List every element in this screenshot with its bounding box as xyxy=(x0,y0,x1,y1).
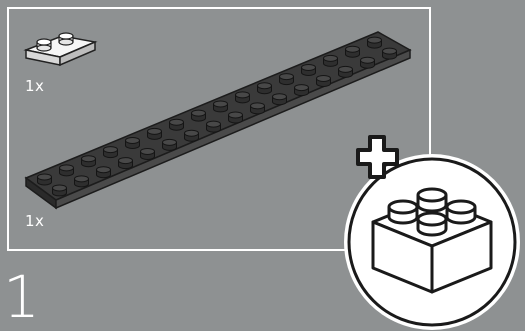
stud xyxy=(37,173,52,186)
stud xyxy=(338,65,353,78)
stud xyxy=(294,84,309,97)
white-plate-1x2-icon xyxy=(23,32,98,67)
stud xyxy=(235,91,250,104)
stud xyxy=(272,93,287,106)
stud xyxy=(191,109,206,122)
stud xyxy=(213,100,228,113)
stud xyxy=(147,127,162,140)
stud xyxy=(184,129,199,142)
part-quantity: 1x xyxy=(25,212,45,230)
stud xyxy=(169,118,184,131)
stud xyxy=(52,184,67,197)
plus-icon xyxy=(356,135,399,179)
stud xyxy=(360,56,375,69)
part-quantity: 1x xyxy=(25,77,45,95)
brick-2x2-icon xyxy=(371,187,493,294)
stud xyxy=(301,63,316,76)
add-brick-badge xyxy=(344,135,520,330)
stud xyxy=(140,147,155,160)
stud xyxy=(250,102,265,115)
stud xyxy=(125,136,140,149)
stud xyxy=(81,155,96,168)
stud xyxy=(103,146,118,159)
stud xyxy=(323,54,338,67)
stud xyxy=(96,166,111,179)
stud xyxy=(162,138,177,151)
parts-list-box xyxy=(7,7,431,251)
stud xyxy=(316,74,331,87)
stud xyxy=(59,164,74,177)
black-plate-2x16-icon xyxy=(24,31,412,210)
stud xyxy=(74,175,89,188)
stud xyxy=(279,73,294,86)
stud xyxy=(118,157,133,170)
stud xyxy=(58,32,74,46)
stud xyxy=(206,120,221,133)
step-number: 1 xyxy=(3,263,40,331)
stud xyxy=(36,38,52,52)
stud xyxy=(345,45,360,58)
stud xyxy=(367,36,382,49)
stud xyxy=(382,47,397,60)
stud xyxy=(257,82,272,95)
stud xyxy=(228,111,243,124)
